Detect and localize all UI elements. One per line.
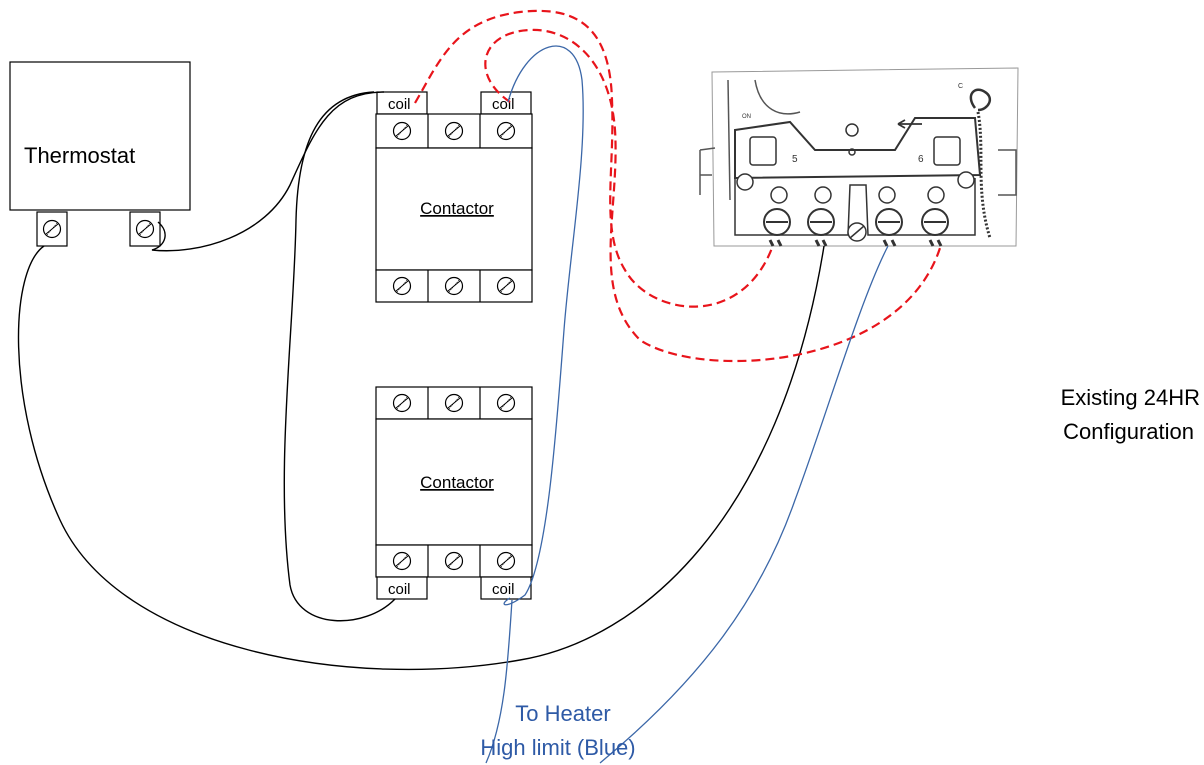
screw-terminal-icon <box>392 393 412 413</box>
heater-note: To Heater High limit (Blue) <box>480 701 635 760</box>
contactor-top-coil-left: coil <box>388 96 411 113</box>
svg-text:C: C <box>958 83 963 90</box>
screw-terminal-icon <box>135 219 155 239</box>
timer-switch-icon: 5 6 ON C <box>699 67 1019 247</box>
contactor-top: coil coil Contactor <box>375 91 533 303</box>
screw-terminal-icon <box>444 551 464 571</box>
thermostat-body <box>9 61 191 211</box>
svg-text:ON: ON <box>742 114 751 120</box>
black-wire-thermostat-right <box>151 91 385 252</box>
screw-terminal-icon <box>444 276 464 296</box>
thermostat-label: Thermostat <box>24 143 135 168</box>
black-wire-top-coil-to-bottom-coil <box>283 91 396 622</box>
blue-wire-timer-to-heater <box>599 245 889 764</box>
screw-terminal-icon <box>42 219 62 239</box>
contactor-top-coil-right: coil <box>492 96 515 113</box>
contactor-top-label: Contactor <box>420 199 494 218</box>
screw-terminal-icon <box>392 551 412 571</box>
svg-text:5: 5 <box>792 154 798 165</box>
blue-wires <box>485 45 889 764</box>
heater-note-line2: High limit (Blue) <box>480 735 635 760</box>
screw-terminal-icon <box>444 393 464 413</box>
screw-terminal-icon <box>392 121 412 141</box>
screw-terminal-icon <box>444 121 464 141</box>
red-wire-inner <box>414 9 774 308</box>
contactor-bottom-coil-right: coil <box>492 581 515 598</box>
thermostat-terminal-right <box>129 211 161 247</box>
screw-terminal-icon <box>496 551 516 571</box>
red-wires <box>414 9 942 363</box>
screw-terminal-icon <box>496 276 516 296</box>
black-wires <box>17 91 825 671</box>
config-caption: Existing 24HR Configuration <box>1061 385 1200 444</box>
red-wire-outer <box>484 28 942 363</box>
blue-wire-to-heater-left <box>485 599 513 764</box>
screw-terminal-icon <box>496 121 516 141</box>
config-caption-line1: Existing 24HR <box>1061 385 1200 410</box>
contactor-bottom-coil-left: coil <box>388 581 411 598</box>
contactor-bottom: Contactor coil coil <box>375 386 533 600</box>
svg-text:6: 6 <box>918 154 924 165</box>
thermostat: Thermostat <box>9 61 191 247</box>
thermostat-terminal-left <box>36 211 68 247</box>
contactor-bottom-label: Contactor <box>420 473 494 492</box>
blue-wire-top-coil-to-bottom-coil <box>503 45 584 606</box>
screw-terminal-icon <box>496 393 516 413</box>
heater-note-line1: To Heater <box>515 701 610 726</box>
black-wire-thermostat-left-loop <box>17 245 825 671</box>
screw-terminal-icon <box>392 276 412 296</box>
config-caption-line2: Configuration <box>1063 419 1194 444</box>
